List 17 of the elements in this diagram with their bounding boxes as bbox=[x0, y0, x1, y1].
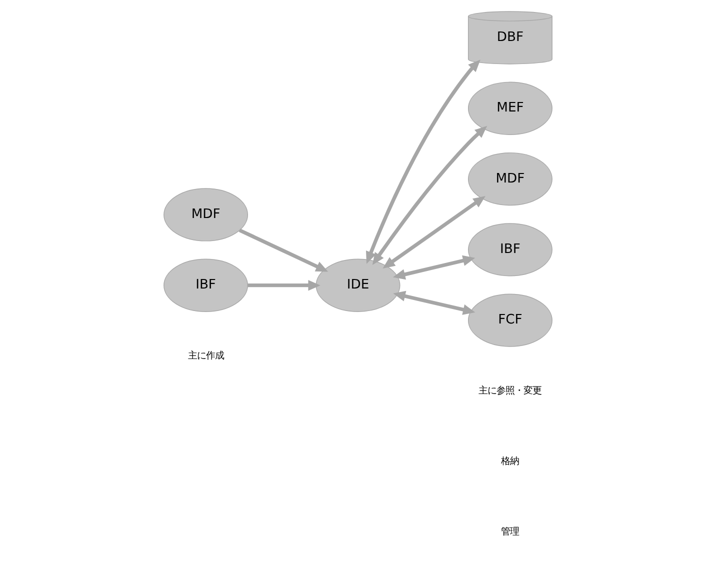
arrow bbox=[366, 60, 480, 264]
node-ellipse: MEF bbox=[468, 82, 552, 135]
label: 主に参照・変更 bbox=[478, 385, 542, 396]
node-ellipse: IBF bbox=[164, 258, 248, 312]
node-ellipse: FCF bbox=[468, 294, 552, 347]
label: 主に作成 bbox=[188, 350, 224, 362]
node-ellipse: IBF bbox=[468, 223, 552, 276]
label: 管理 bbox=[501, 526, 520, 538]
arrow bbox=[372, 126, 488, 265]
arrow bbox=[392, 255, 476, 280]
label: 格納 bbox=[501, 456, 520, 468]
arrow bbox=[393, 290, 476, 315]
node-ellipse: MDF bbox=[468, 152, 552, 206]
arrow bbox=[238, 228, 328, 272]
node-ellipse: MDF bbox=[164, 188, 248, 242]
arrow bbox=[382, 196, 486, 268]
arrow bbox=[248, 280, 320, 291]
